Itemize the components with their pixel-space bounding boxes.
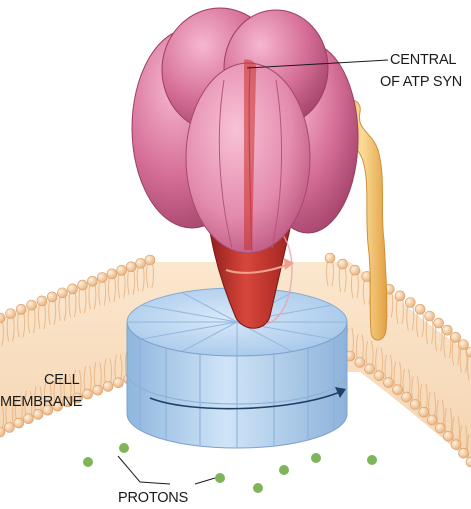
- lipid-head: [57, 288, 67, 298]
- lipid-head: [4, 423, 14, 433]
- lipid-head: [33, 409, 43, 419]
- lipid-head: [435, 423, 445, 433]
- lipid-head: [425, 311, 435, 321]
- lipid-head: [402, 392, 412, 402]
- lipid-head: [365, 364, 375, 374]
- lipid-head: [37, 296, 47, 306]
- lipid-head: [393, 385, 403, 395]
- lipid-head: [451, 440, 461, 450]
- lipid-head: [107, 269, 117, 279]
- lipid-head: [443, 431, 453, 441]
- lipid-head: [93, 385, 103, 395]
- lipid-head: [410, 400, 420, 410]
- membrane-label-line1: CELL: [44, 372, 80, 388]
- proton-dot: [279, 465, 289, 475]
- lipid-head: [419, 407, 429, 417]
- lipid-head: [350, 265, 360, 275]
- lipid-head: [23, 414, 33, 424]
- lipid-head: [383, 378, 393, 388]
- lipid-head: [466, 457, 471, 467]
- lipid-head: [325, 253, 335, 263]
- lipid-head: [459, 340, 469, 350]
- proton-dot: [83, 457, 93, 467]
- lipid-head: [6, 309, 16, 319]
- lipid-head: [415, 304, 425, 314]
- lipid-head: [47, 292, 57, 302]
- protons-label: PROTONS: [118, 490, 188, 506]
- lipid-head: [355, 357, 365, 367]
- lipid-head: [27, 300, 37, 310]
- protons-leader-line-right: [195, 478, 215, 484]
- lipid-head: [16, 304, 26, 314]
- lipid-head: [338, 259, 348, 269]
- lipid-head: [451, 332, 461, 342]
- lipid-head: [97, 273, 107, 283]
- protons-leader-line-left: [118, 456, 170, 484]
- lipid-head: [145, 255, 155, 265]
- lipid-head: [126, 262, 136, 272]
- lipid-head: [442, 325, 452, 335]
- lipid-head: [459, 448, 469, 458]
- lipid-head: [14, 418, 24, 428]
- lipid-head: [103, 381, 113, 391]
- proton-dot: [119, 443, 129, 453]
- proton-dot: [215, 473, 225, 483]
- lipid-head: [77, 280, 87, 290]
- lipid-head: [87, 276, 97, 286]
- proton-dot: [367, 455, 377, 465]
- lipid-head: [405, 298, 415, 308]
- protons-group: [83, 443, 377, 493]
- lipid-head: [136, 258, 146, 268]
- lipid-head: [113, 378, 123, 388]
- lipid-head: [117, 265, 127, 275]
- proton-dot: [253, 483, 263, 493]
- membrane-label-line2: MEMBRANE: [0, 394, 83, 410]
- lipid-head: [395, 291, 405, 301]
- central-label-line2: OF ATP SYN: [380, 74, 462, 90]
- lipid-head: [67, 284, 77, 294]
- lipid-head: [427, 415, 437, 425]
- lipid-head: [374, 371, 384, 381]
- central-label-line1: CENTRAL: [390, 52, 456, 68]
- proton-dot: [311, 453, 321, 463]
- lipid-head: [434, 318, 444, 328]
- lipid-head: [83, 389, 93, 399]
